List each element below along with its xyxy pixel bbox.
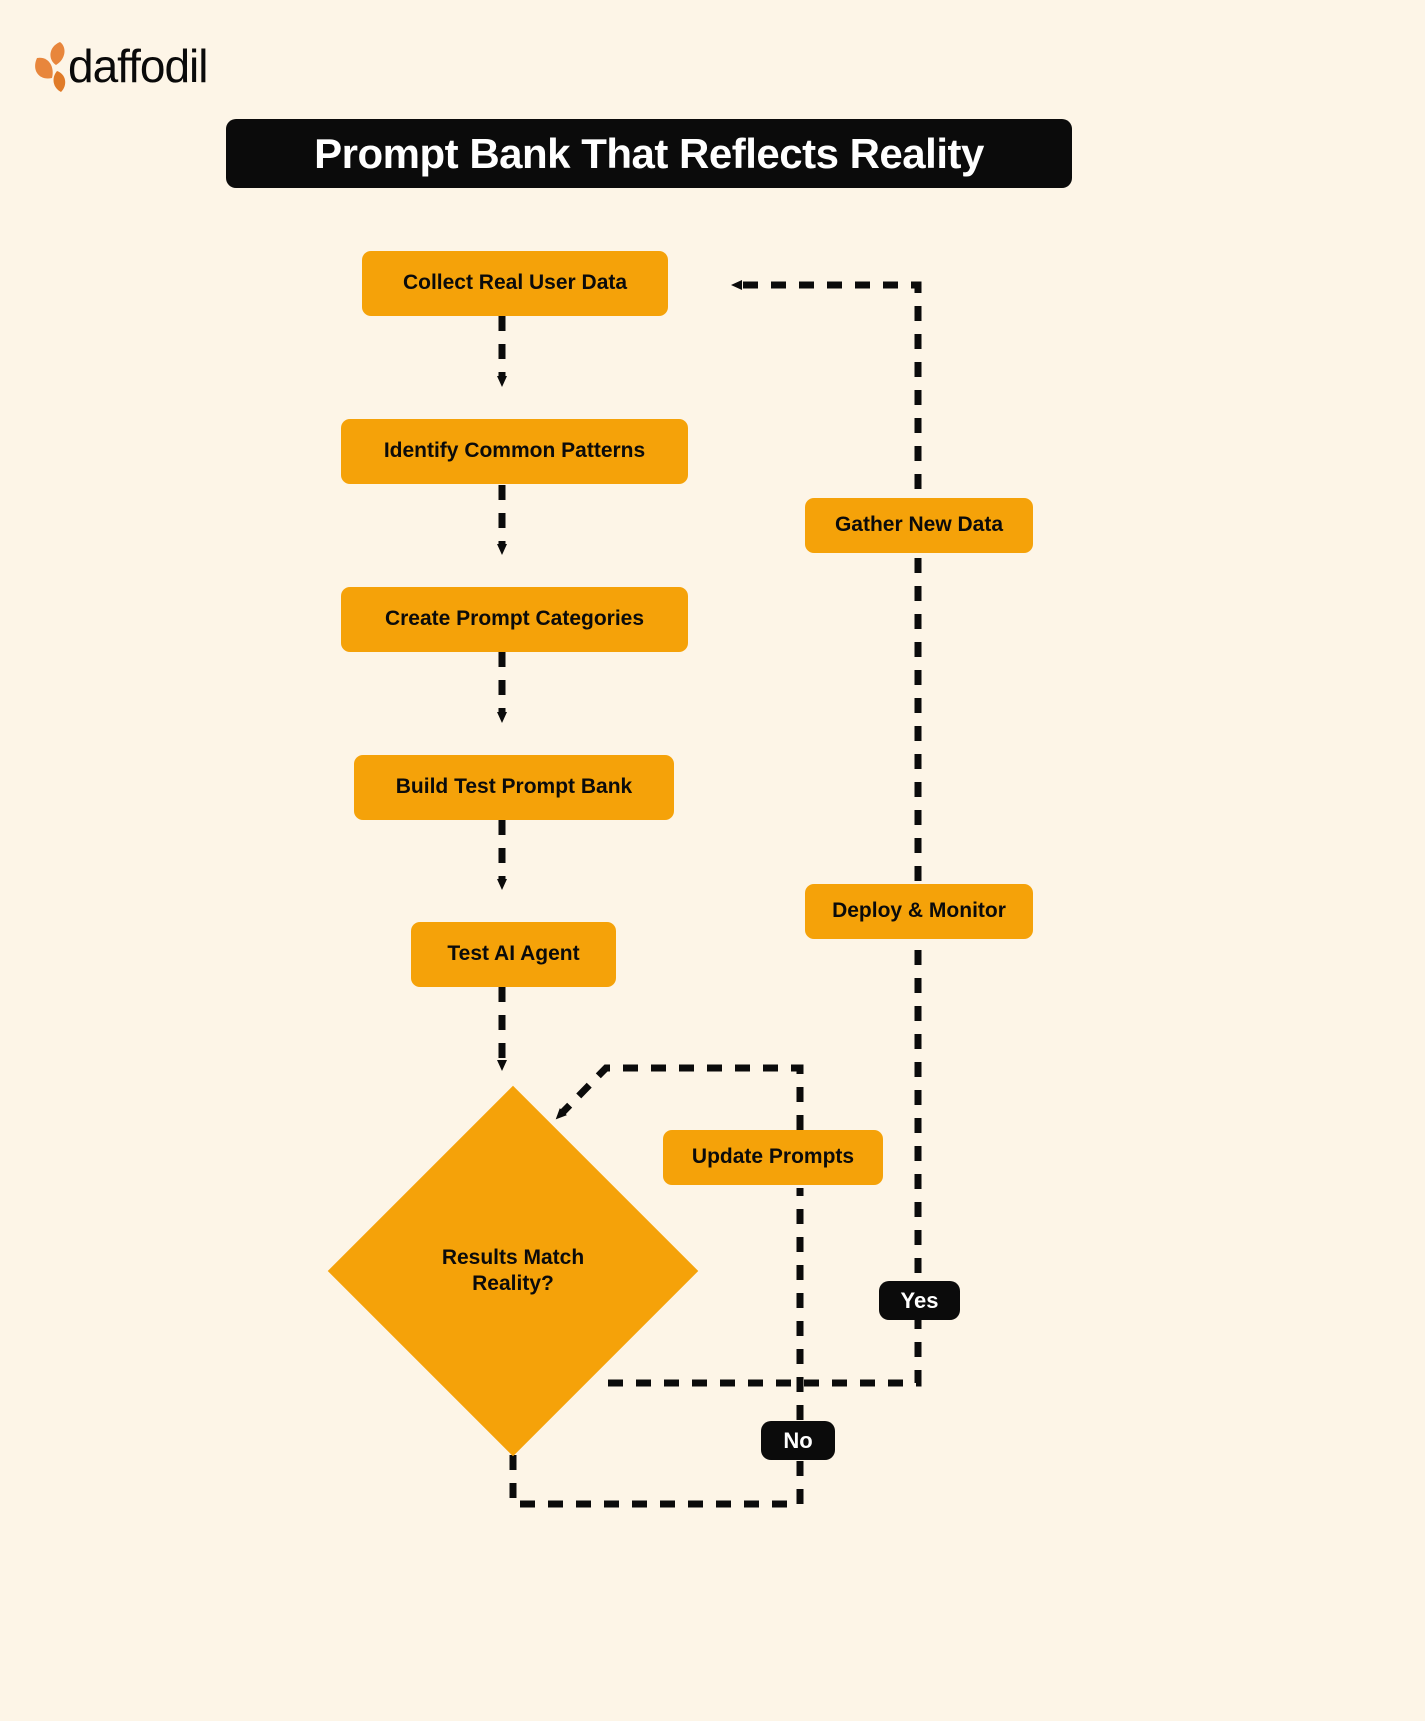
branch-badge-yes: Yes xyxy=(879,1281,960,1320)
branch-badge-yes-label: Yes xyxy=(900,1287,939,1313)
node-label: Update Prompts xyxy=(691,1145,855,1169)
node-collect-real-user-data[interactable]: Collect Real User Data xyxy=(362,251,668,316)
branch-badge-no-label: No xyxy=(783,1427,813,1453)
daffodil-petals-icon xyxy=(28,38,74,94)
node-label: Create Prompt Categories xyxy=(384,607,645,631)
node-results-match-reality-decision[interactable]: Results Match Reality? xyxy=(327,1085,699,1457)
node-test-ai-agent[interactable]: Test AI Agent xyxy=(411,922,616,987)
daffodil-logo: daffodil xyxy=(28,38,209,94)
node-label: Test AI Agent xyxy=(447,942,580,966)
node-deploy-and-monitor[interactable]: Deploy & Monitor xyxy=(805,884,1033,939)
brand-name: daffodil xyxy=(68,40,209,92)
branch-badge-no: No xyxy=(761,1421,835,1460)
node-label: Build Test Prompt Bank xyxy=(395,775,633,799)
node-label: Gather New Data xyxy=(834,513,1004,537)
node-gather-new-data[interactable]: Gather New Data xyxy=(805,498,1033,553)
node-update-prompts[interactable]: Update Prompts xyxy=(663,1130,883,1185)
diamond-label: Results Match Reality? xyxy=(382,1140,644,1402)
page-title: Prompt Bank That Reflects Reality xyxy=(314,129,984,177)
node-label: Deploy & Monitor xyxy=(832,899,1006,923)
node-label: Identify Common Patterns xyxy=(383,439,646,463)
node-create-prompt-categories[interactable]: Create Prompt Categories xyxy=(341,587,688,652)
node-build-test-prompt-bank[interactable]: Build Test Prompt Bank xyxy=(354,755,674,820)
page-title-banner: Prompt Bank That Reflects Reality xyxy=(226,119,1072,188)
node-identify-common-patterns[interactable]: Identify Common Patterns xyxy=(341,419,688,484)
diamond-label-line2: Reality? xyxy=(472,1272,554,1295)
node-label: Collect Real User Data xyxy=(402,271,628,295)
diamond-label-line1: Results Match xyxy=(441,1245,585,1269)
